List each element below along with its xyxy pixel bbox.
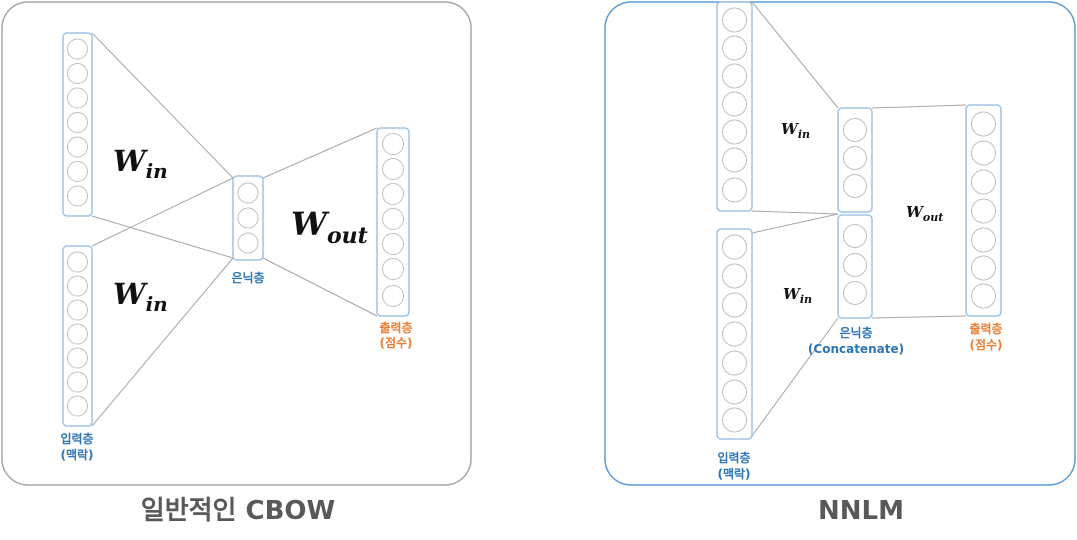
nnlm-hidden-layer-bottom bbox=[837, 214, 873, 319]
cbow-connectors bbox=[91, 32, 378, 427]
neuron bbox=[843, 118, 867, 142]
cbow-input-label-line1: 입력층 bbox=[60, 431, 93, 446]
cbow-panel-frame bbox=[1, 1, 472, 486]
connector-line bbox=[751, 210, 839, 215]
neuron bbox=[67, 371, 88, 393]
neuron bbox=[722, 63, 747, 89]
neuron bbox=[382, 233, 404, 255]
neuron bbox=[382, 208, 404, 230]
nnlm-hidden-layer-top bbox=[837, 107, 873, 213]
neuron bbox=[237, 182, 259, 204]
nnlm-connectors bbox=[751, 1, 967, 437]
neuron bbox=[843, 224, 867, 248]
neuron bbox=[722, 119, 747, 145]
cbow-input-label-line2: (맥락) bbox=[60, 447, 93, 462]
neuron bbox=[237, 207, 259, 229]
neuron bbox=[722, 407, 747, 433]
neuron bbox=[722, 292, 747, 318]
nnlm-w-in-bottom-label: Win bbox=[783, 285, 812, 306]
nnlm-input-label-line2: (맥락) bbox=[717, 466, 750, 481]
nnlm-panel: Win Win Wout 은닉층 (Concatenate) 출력층 (점수) … bbox=[604, 1, 1076, 526]
nnlm-w-out-label: Wout bbox=[906, 203, 943, 224]
cbow-input-layer-bottom bbox=[62, 245, 93, 427]
cbow-output-layer bbox=[376, 127, 410, 317]
neuron bbox=[971, 111, 996, 137]
neuron bbox=[67, 185, 88, 207]
neuron bbox=[722, 35, 747, 61]
neuron bbox=[722, 234, 747, 260]
neuron bbox=[722, 379, 747, 405]
neuron bbox=[67, 251, 88, 273]
neuron bbox=[67, 161, 88, 182]
neuron bbox=[67, 347, 88, 369]
nnlm-input-label-line1: 입력층 bbox=[717, 450, 750, 465]
cbow-output-label-line2: (점수) bbox=[379, 335, 412, 350]
cbow-input-layer-top bbox=[62, 32, 93, 217]
neuron bbox=[67, 87, 88, 109]
connector-line bbox=[91, 215, 234, 259]
nnlm-output-label-line2: (점수) bbox=[969, 337, 1002, 352]
neuron bbox=[971, 140, 996, 166]
cbow-w-out-label: Wout bbox=[291, 205, 368, 249]
cbow-panel: Win Win Wout 은닉층 출력층 (점수) 입력층 (맥락) 일반적인 … bbox=[1, 1, 472, 526]
neuron bbox=[382, 158, 404, 180]
neuron bbox=[843, 146, 867, 170]
cbow-hidden-layer bbox=[232, 175, 264, 261]
neuron bbox=[67, 38, 88, 60]
connector-line bbox=[262, 257, 378, 317]
neuron bbox=[843, 281, 867, 305]
connector-line bbox=[871, 104, 967, 109]
nnlm-input-layer-bottom bbox=[716, 228, 753, 440]
connector-line bbox=[751, 317, 839, 437]
neuron bbox=[382, 183, 404, 205]
neuron bbox=[382, 133, 404, 155]
connector-line bbox=[751, 213, 839, 234]
cbow-caption: 일반적인 CBOW bbox=[141, 496, 335, 526]
connector-line bbox=[91, 32, 234, 179]
neuron bbox=[722, 350, 747, 376]
connector-line bbox=[751, 1, 839, 109]
neuron bbox=[67, 63, 88, 84]
neuron bbox=[382, 258, 404, 280]
nnlm-output-label-line1: 출력층 bbox=[969, 321, 1002, 336]
neuron bbox=[382, 285, 404, 307]
neuron bbox=[971, 198, 996, 224]
connector-line bbox=[91, 177, 234, 247]
neuron bbox=[722, 263, 747, 289]
neuron bbox=[722, 177, 747, 203]
nnlm-hidden-label-line2: (Concatenate) bbox=[808, 342, 904, 356]
neuron bbox=[722, 147, 747, 173]
neuron bbox=[67, 136, 88, 158]
connector-line bbox=[262, 127, 378, 179]
neuron bbox=[237, 232, 259, 254]
connector-line bbox=[871, 315, 967, 319]
nnlm-hidden-label-line1: 은닉층 bbox=[839, 325, 872, 340]
nnlm-output-layer bbox=[965, 104, 1002, 317]
nnlm-input-layer-top bbox=[716, 1, 753, 212]
connector-line bbox=[91, 257, 234, 427]
cbow-w-in-bottom-label: Win bbox=[113, 277, 168, 316]
neuron bbox=[843, 174, 867, 198]
neuron bbox=[843, 253, 867, 277]
nnlm-w-in-top-label: Win bbox=[781, 120, 810, 141]
neuron bbox=[971, 255, 996, 281]
nnlm-caption: NNLM bbox=[818, 496, 904, 526]
cbow-hidden-label: 은닉층 bbox=[231, 270, 264, 285]
neuron bbox=[722, 91, 747, 117]
neuron bbox=[67, 299, 88, 321]
neuron bbox=[971, 169, 996, 195]
neuron bbox=[722, 7, 747, 33]
cbow-w-in-top-label: Win bbox=[113, 144, 168, 183]
neuron bbox=[971, 283, 996, 309]
nnlm-panel-frame bbox=[604, 1, 1076, 486]
neuron bbox=[67, 323, 88, 345]
neuron bbox=[67, 275, 88, 297]
neuron bbox=[67, 112, 88, 133]
neuron bbox=[722, 321, 747, 347]
neuron bbox=[67, 395, 88, 417]
cbow-output-label-line1: 출력층 bbox=[379, 320, 412, 335]
neuron bbox=[971, 227, 996, 253]
